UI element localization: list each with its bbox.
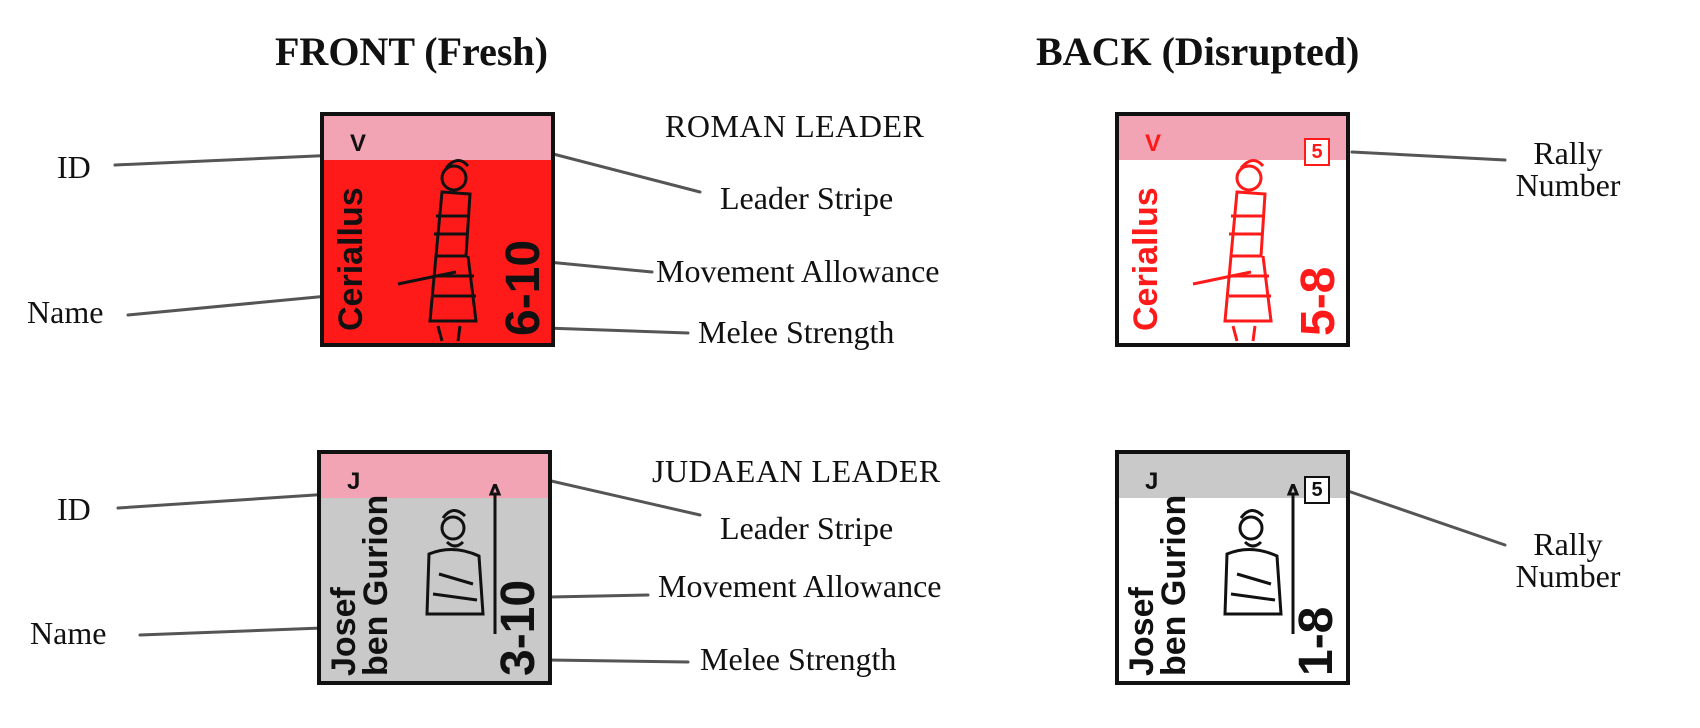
judaean-stripe-line: [523, 473, 702, 517]
rally-label-line2: Number: [1515, 167, 1621, 203]
leader-name-line1: Josef: [325, 587, 363, 676]
judaean-id-label: ID: [57, 491, 91, 527]
back-disrupted-heading: BACK (Disrupted): [1036, 29, 1360, 74]
rally-number-box: 5: [1304, 476, 1330, 504]
rally-number-box: 5: [1304, 138, 1330, 166]
judaean-warrior-icon: [425, 484, 502, 634]
leader-stripe: [321, 454, 548, 498]
leader-name-line2: ben Gurion: [357, 494, 395, 676]
counter-id: V: [1145, 130, 1162, 157]
movement-melee-values: 5-8: [1292, 266, 1345, 336]
judaean-name-line: [138, 626, 324, 637]
rally-label-line1: Rally: [1533, 135, 1603, 171]
judaean-rally-number-label: Rally Number: [1508, 528, 1628, 592]
roman-front-counter: V Ceriallus 6-10: [320, 112, 555, 347]
movement-melee-values: 3-10: [492, 579, 545, 676]
leader-name-line1: Josef: [1123, 587, 1161, 676]
leader-stripe: [324, 116, 551, 160]
movement-melee-values: 6-10: [497, 239, 550, 336]
roman-stripe-line: [528, 146, 702, 194]
leader-name: Ceriallus: [332, 187, 370, 331]
roman-id-line: [113, 153, 340, 167]
judaean-back-counter: J 5 Josef ben Gurion 1-8: [1115, 450, 1350, 685]
roman-melee-line: [543, 326, 690, 335]
roman-back-counter: V 5 Ceriallus 5-8: [1115, 112, 1350, 347]
judaean-name-label: Name: [30, 615, 107, 651]
judaean-warrior-icon: [1223, 484, 1300, 634]
roman-melee-strength-label: Melee Strength: [698, 314, 895, 350]
roman-name-label: Name: [27, 294, 104, 330]
roman-movement-line: [546, 260, 654, 274]
roman-movement-allowance-label: Movement Allowance: [656, 253, 940, 289]
roman-leader-stripe-label: Leader Stripe: [720, 180, 894, 216]
judaean-leader-title: JUDAEAN LEADER: [652, 453, 941, 489]
roman-soldier-icon: [397, 159, 478, 342]
judaean-rally-line: [1343, 488, 1507, 547]
judaean-front-counter: J Josef ben Gurion 3-10: [317, 450, 552, 685]
roman-leader-title: ROMAN LEADER: [665, 108, 925, 144]
roman-name-line: [126, 294, 330, 317]
judaean-id-line: [116, 492, 332, 510]
counter-id: J: [347, 468, 361, 495]
judaean-melee-strength-label: Melee Strength: [700, 641, 897, 677]
counter-id: J: [1145, 468, 1159, 495]
judaean-melee-line: [546, 658, 690, 664]
leader-name: Ceriallus: [1127, 187, 1165, 331]
roman-id-label: ID: [57, 149, 91, 185]
counter-id: V: [350, 130, 367, 157]
movement-melee-values: 1-8: [1290, 606, 1343, 676]
rally-label-line1: Rally: [1533, 526, 1603, 562]
judaean-movement-line: [548, 593, 650, 599]
judaean-movement-allowance-label: Movement Allowance: [658, 568, 942, 604]
roman-rally-line: [1350, 150, 1507, 162]
roman-soldier-icon: [1192, 159, 1273, 342]
leader-name-line2: ben Gurion: [1155, 494, 1193, 676]
judaean-leader-stripe-label: Leader Stripe: [720, 510, 894, 546]
roman-rally-number-label: Rally Number: [1508, 137, 1628, 201]
front-fresh-heading: FRONT (Fresh): [275, 29, 548, 74]
rally-label-line2: Number: [1515, 558, 1621, 594]
